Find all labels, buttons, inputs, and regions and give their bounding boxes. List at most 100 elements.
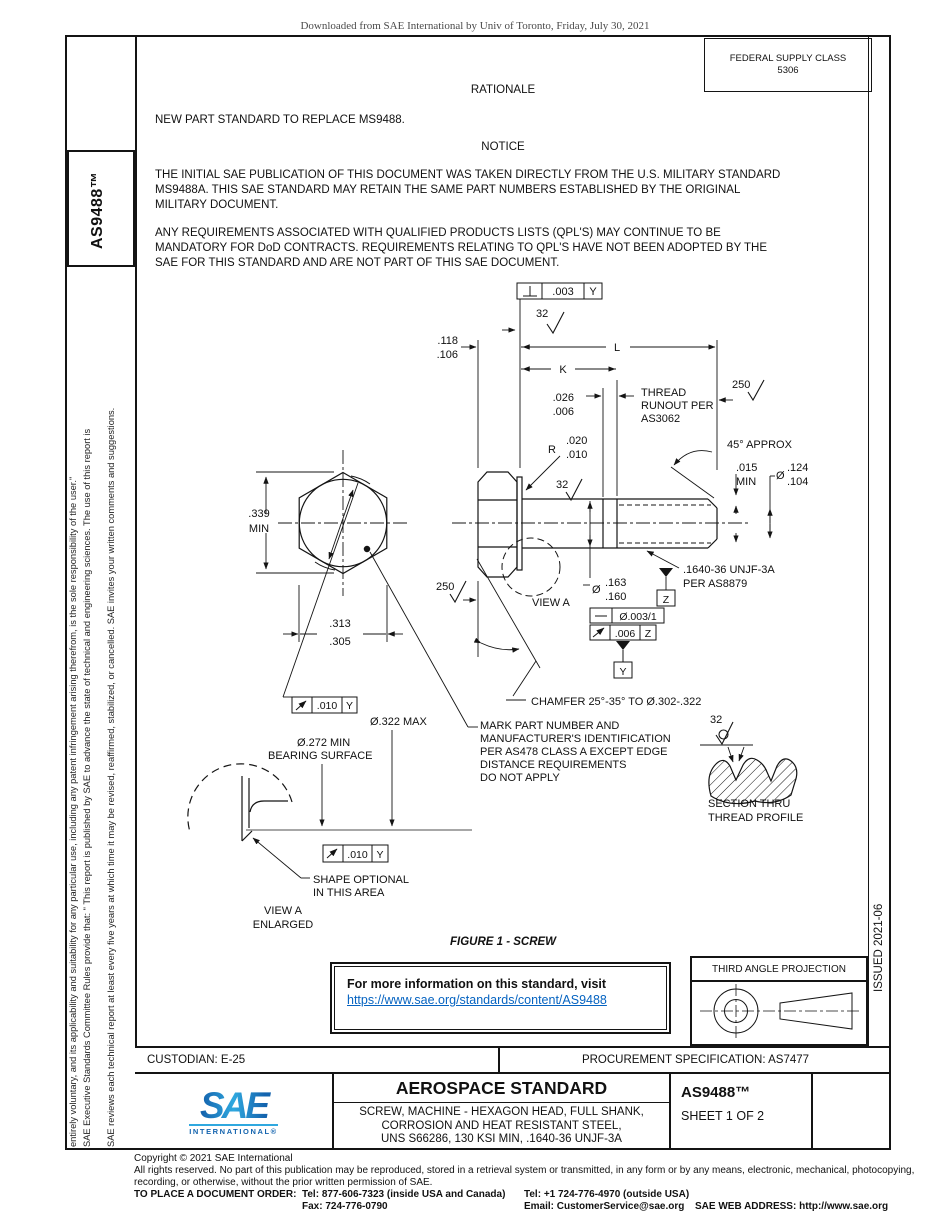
figure-caption: FIGURE 1 - SCREW [449, 936, 557, 948]
dimension-lines [256, 299, 775, 701]
fcf-bearing-value: .010 [347, 849, 368, 861]
note-marking-3: PER AS478 CLASS A EXCEPT EDGE [480, 746, 668, 758]
notice-para1-line1: THE INITIAL SAE PUBLICATION OF THIS DOCU… [155, 169, 781, 181]
thread-spec-line1: .1640-36 UNJF-3A [683, 564, 775, 576]
label-bearing-surface: BEARING SURFACE [268, 750, 373, 762]
hex-leaders [282, 482, 478, 728]
order-fax: Fax: 724-776-0790 [302, 1201, 388, 1212]
view-a-enlarged-detail: Ø.322 MAX Ø.272 MIN BEARING SURFACE .010… [187, 716, 472, 931]
doc-number: AS9488™ [681, 1084, 751, 1101]
dim-head-height-min: .106 [437, 349, 458, 361]
note-section-1: SECTION THRU [708, 798, 790, 810]
surface-finish-symbols [449, 311, 765, 746]
note-marking-4: DISTANCE REQUIREMENTS [480, 759, 626, 771]
finish-32-top: 32 [536, 308, 548, 320]
dim-radius-max: .020 [566, 435, 587, 447]
projection-label: THIRD ANGLE PROJECTION [692, 958, 866, 982]
dia-symbol-end: Ø [776, 470, 785, 482]
dim-015-min: MIN [736, 476, 756, 488]
third-angle-projection-box: THIRD ANGLE PROJECTION [690, 956, 868, 1046]
note-45-approx: 45° APPROX [727, 439, 793, 451]
fsc-label: FEDERAL SUPPLY CLASS [729, 53, 847, 64]
doc-id-vertical: AS9488™ [89, 171, 106, 249]
notice-para1-line3: MILITARY DOCUMENT. [155, 199, 279, 211]
notice-para2-line2: MANDATORY FOR DoD CONTRACTS. REQUIREMENT… [155, 242, 768, 254]
fcf-head-datum: Y [346, 700, 353, 712]
note-shape-optional-1: SHAPE OPTIONAL [313, 874, 409, 886]
thread-spec-callout: .1640-36 UNJF-3A PER AS8879 Z [646, 550, 775, 607]
download-banner: Downloaded from SAE International by Uni… [300, 20, 650, 32]
view-a-label: VIEW A [532, 597, 571, 609]
copyright-line: Copyright © 2021 SAE International [134, 1153, 293, 1164]
disclaimer-line-2: entirely voluntary, and its applicabilit… [68, 476, 78, 1147]
page-frame [65, 35, 891, 1150]
fcf-straightness-value: Ø.003/1 [619, 611, 657, 623]
datum-z-label: Z [663, 594, 670, 606]
note-shape-optional-2: IN THIS AREA [313, 887, 385, 899]
standard-subtitle-2: CORROSION AND HEAT RESISTANT STEEL, [381, 1119, 622, 1132]
datum-y-label: Y [619, 666, 626, 678]
finish-250-head: 250 [436, 581, 454, 593]
note-thread-runout-3: AS3062 [641, 413, 680, 425]
notice-para2-line1: ANY REQUIREMENTS ASSOCIATED WITH QUALIFI… [155, 227, 721, 239]
order-tel-outside: Tel: +1 724-776-4970 (outside USA) [524, 1189, 690, 1200]
screw-side-view [452, 471, 748, 578]
sae-logo-word: SAE [189, 1087, 278, 1124]
dim-runout-min: .006 [553, 406, 574, 418]
dim-radius-R: R [548, 444, 556, 456]
notice-heading: NOTICE [481, 141, 525, 153]
dim-runout-max: .026 [553, 392, 574, 404]
dim-head-height-max: .118 [437, 335, 458, 347]
finish-32-shank: 32 [556, 479, 568, 491]
finish-32-section: 32 [710, 714, 722, 726]
dim-hex-corner: .339 [248, 508, 269, 520]
standard-title: AEROSPACE STANDARD [334, 1074, 669, 1103]
dim-hex-corner-min: MIN [249, 523, 269, 535]
dim-hex-flats-min: .305 [329, 636, 350, 648]
hex-head-front-view [278, 450, 408, 596]
section-thread-profile: SECTION THRU THREAD PROFILE [700, 744, 803, 824]
dim-radius-min: .010 [566, 449, 587, 461]
sheet-number: SHEET 1 OF 2 [681, 1109, 765, 1123]
dim-end-dia-min: .104 [787, 476, 808, 488]
info-box: For more information on this standard, v… [330, 962, 671, 1034]
fcf-perpendicularity: .003 Y [516, 282, 603, 300]
rights-line-1: All rights reserved. No part of this pub… [134, 1165, 915, 1176]
notice-para2-line3: SAE FOR THIS STANDARD AND ARE NOT PART O… [155, 257, 560, 269]
note-marking-1: MARK PART NUMBER AND [480, 720, 619, 732]
fcf-runout-head: .010 Y [291, 696, 358, 714]
fcf-head-value: .010 [317, 700, 338, 712]
finish-250-end: 250 [732, 379, 750, 391]
fcf-top-value: .003 [552, 286, 573, 298]
fcf-top-datum: Y [589, 286, 597, 298]
federal-supply-class-box: FEDERAL SUPPLY CLASS 5306 [704, 38, 872, 92]
note-thread-runout-2: RUNOUT PER [641, 400, 714, 412]
info-box-link[interactable]: https://www.sae.org/standards/content/AS… [347, 993, 607, 1007]
fcf-straightness-runout: Ø.003/1 .006 Z Y [589, 607, 665, 679]
note-section-2: THREAD PROFILE [708, 812, 803, 824]
third-angle-symbol [700, 984, 860, 1038]
standard-title-cell: AEROSPACE STANDARD SCREW, MACHINE - HEXA… [334, 1074, 671, 1150]
title-block: SAE INTERNATIONAL® AEROSPACE STANDARD SC… [135, 1072, 891, 1150]
dim-end-dia-max: .124 [787, 462, 808, 474]
fcf-runout-thread-value: .006 [615, 628, 636, 640]
dia-symbol-shank: Ø [592, 584, 601, 596]
rationale-heading: RATIONALE [470, 84, 536, 96]
order-email: Email: CustomerService@sae.org [524, 1201, 685, 1212]
disclaimer-line-1: SAE Executive Standards Committee Rules … [82, 428, 92, 1147]
order-label: TO PLACE A DOCUMENT ORDER: [134, 1189, 297, 1200]
thread-spec-line2: PER AS8879 [683, 578, 747, 590]
info-box-text: For more information on this standard, v… [347, 977, 607, 991]
procurement-cell: PROCUREMENT SPECIFICATION: AS7477 [581, 1054, 810, 1066]
note-thread-runout-1: THREAD [641, 387, 686, 399]
fsc-value: 5306 [777, 65, 799, 76]
custodian-cell: CUSTODIAN: E-25 [135, 1048, 500, 1072]
doc-number-cell: AS9488™ SHEET 1 OF 2 [671, 1074, 813, 1150]
order-tel-usa: Tel: 877-606-7323 (inside USA and Canada… [302, 1189, 506, 1200]
fcf-bearing-datum: Y [376, 849, 383, 861]
dim-015: .015 [736, 462, 757, 474]
left-margin-rule [135, 35, 137, 1046]
sae-web-address: SAE WEB ADDRESS: http://www.sae.org [695, 1201, 889, 1212]
sae-logo: SAE INTERNATIONAL® [189, 1087, 278, 1136]
